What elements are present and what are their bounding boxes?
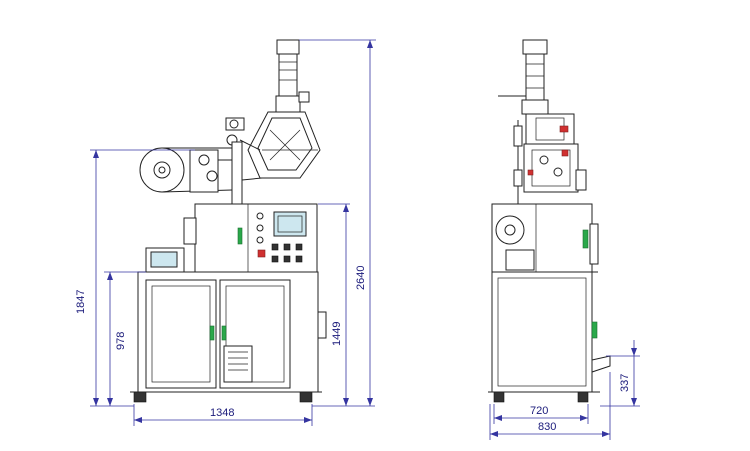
dim-1449: 1449 (331, 322, 343, 346)
side-foot-right (577, 391, 589, 403)
side-foot-left (493, 391, 505, 403)
front-emergency-button (257, 249, 266, 258)
front-filter-regulator (317, 311, 327, 339)
front-view (130, 39, 327, 403)
side-output-chute (591, 355, 611, 373)
front-control-display (150, 251, 178, 268)
front-film-roll (139, 147, 185, 193)
side-lower-cabinet (491, 271, 593, 393)
front-door-handle-right (221, 325, 227, 341)
dim-1847: 1847 (75, 290, 87, 314)
dim-2640: 2640 (355, 266, 367, 290)
front-foot-right (299, 391, 313, 403)
front-doser (275, 95, 301, 113)
dim-337: 337 (619, 374, 631, 392)
side-hopper-cap (522, 39, 548, 55)
front-dimensions: 1847 978 1348 1449 2640 (75, 39, 376, 426)
side-handle-green-upper (582, 229, 589, 249)
front-handle-green-upper (237, 227, 243, 245)
front-hopper-cap (276, 39, 300, 55)
side-view (488, 39, 611, 403)
side-hopper-column (525, 53, 545, 101)
dim-830: 830 (538, 421, 556, 433)
dim-1348: 1348 (210, 407, 234, 419)
side-film-roll (495, 215, 525, 245)
front-foot-left (133, 391, 147, 403)
front-touch-screen (273, 211, 307, 237)
dim-720: 720 (530, 405, 548, 417)
front-door-handle-left (209, 325, 215, 341)
dim-978: 978 (115, 332, 127, 350)
side-sealing-unit (523, 143, 579, 193)
side-handle-green-lower (591, 321, 598, 339)
side-dimensions: 720 830 337 (489, 340, 640, 440)
front-hopper-column (278, 53, 298, 97)
